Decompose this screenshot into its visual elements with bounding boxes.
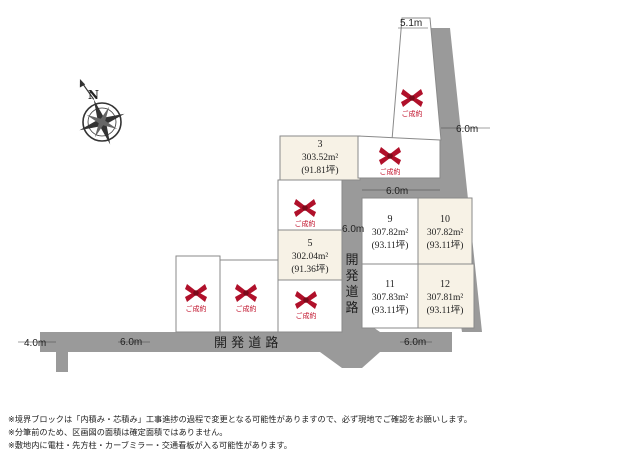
lot-11-area: 307.83m² [372, 293, 409, 303]
lot-5-number: 5 [308, 238, 313, 249]
lot-10-tsubo: (93.11坪) [427, 239, 464, 251]
road-names: 開 発 道 路 開 発 道 路 [214, 253, 359, 351]
dim-right-road: 6.0m [456, 124, 478, 135]
dimension-labels: 5.1m 6.0m 6.0m 6.0m 4.0m 6.0m 6.0m [18, 18, 490, 349]
sold-markers: ご成約ご成約ご成約ご成約ご成約ご成約 [185, 89, 423, 320]
dim-inner-road-side: 6.0m [342, 224, 364, 235]
vertical-road [342, 196, 362, 336]
note-line: ※境界ブロックは「内積み・芯積み」工事進捗の過程で変更となる可能性がありますので… [8, 414, 472, 424]
lot-11-tsubo: (93.11坪) [372, 304, 409, 316]
sold-label: ご成約 [380, 167, 401, 176]
lot-10-area: 307.82m² [427, 228, 464, 238]
main-road-name: 開 発 道 路 [214, 335, 278, 351]
left-road-stub [56, 336, 68, 372]
lots [175, 17, 475, 333]
sold-ribbon-icon [379, 147, 401, 165]
lot-12-area: 307.81m² [427, 293, 464, 303]
dim-inner-road-top: 6.0m [386, 186, 408, 197]
north-label: N [88, 88, 99, 102]
dim-main-road-right: 6.0m [404, 337, 426, 348]
lot-3-tsubo: (91.81坪) [301, 164, 338, 176]
sold-ribbon-icon [294, 199, 316, 217]
dim-main-road-left: 6.0m [120, 337, 142, 348]
vertical-road-name-4: 路 [345, 300, 358, 316]
lot-12[interactable] [417, 263, 475, 329]
lot-3-number: 3 [318, 139, 323, 150]
lot-9-number: 9 [388, 214, 393, 225]
lot-row4-sold[interactable] [277, 279, 343, 333]
sold-ribbon-icon [295, 291, 317, 309]
note-line: ※敷地内に電柱・先方柱・カーブミラー・交通看板が入る可能性があります。 [8, 440, 292, 450]
lot-10-number: 10 [440, 214, 450, 225]
lot-3-area: 303.52m² [302, 153, 339, 163]
lot-5-tsubo: (91.36坪) [291, 263, 328, 275]
lot-5-area: 302.04m² [292, 252, 329, 262]
lot-9[interactable] [361, 197, 419, 265]
site-plan-map: ご成約ご成約ご成約ご成約ご成約ご成約 3 303.52m² (91.81坪) 5… [18, 17, 490, 372]
note-line: ※分筆前のため、区画図の面積は確定面積ではありません。 [8, 427, 228, 437]
vertical-road-name-3: 道 [345, 285, 358, 300]
dim-left-edge: 4.0m [24, 338, 46, 349]
sold-label: ご成約 [236, 304, 257, 313]
sold-ribbon-icon [235, 284, 257, 302]
sold-ribbon-icon [401, 89, 423, 107]
lot-12-tsubo: (93.11坪) [427, 304, 464, 316]
lot-labels: 3 303.52m² (91.81坪) 5 302.04m² (91.36坪) … [291, 139, 463, 316]
sold-label: ご成約 [295, 219, 316, 228]
lot-4-sold[interactable] [357, 135, 441, 179]
vertical-road-name-2: 発 [345, 269, 358, 284]
compass-rose-icon: N [79, 78, 125, 145]
lot-5[interactable] [277, 229, 343, 281]
lot-11-number: 11 [385, 279, 395, 290]
lot-9-tsubo: (93.11坪) [372, 239, 409, 251]
dim-top-width: 5.1m [400, 18, 422, 29]
vertical-road-name-1: 開 [345, 253, 358, 268]
sold-label: ご成約 [296, 311, 317, 320]
sold-label: ご成約 [186, 304, 207, 313]
notes-block: ※境界ブロックは「内積み・芯積み」工事進捗の過程で変更となる可能性がありますので… [8, 413, 614, 452]
lot-12-number: 12 [440, 279, 450, 290]
lot-9-area: 307.82m² [372, 228, 409, 238]
lot-top-sold[interactable] [391, 17, 442, 141]
sold-ribbon-icon [185, 284, 207, 302]
sold-label: ご成約 [402, 109, 423, 118]
